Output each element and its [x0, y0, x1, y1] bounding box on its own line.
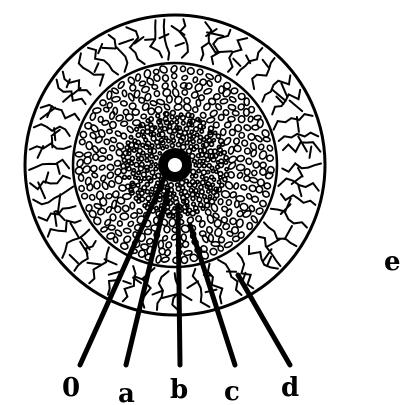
label-a: a [118, 379, 135, 405]
canal-branch [52, 138, 53, 148]
label-d: d [281, 373, 299, 403]
label-c: c [224, 377, 240, 405]
core-center [168, 158, 182, 172]
canal-branch [145, 39, 154, 40]
pointer-line-d [238, 275, 290, 365]
label-b: b [170, 375, 188, 405]
pointer-line-b [178, 205, 180, 365]
canal-branch [54, 128, 55, 140]
canal-branch [102, 48, 115, 49]
label-0: 0 [62, 373, 80, 403]
canal-branch [216, 51, 232, 52]
label-e: e [384, 247, 401, 277]
